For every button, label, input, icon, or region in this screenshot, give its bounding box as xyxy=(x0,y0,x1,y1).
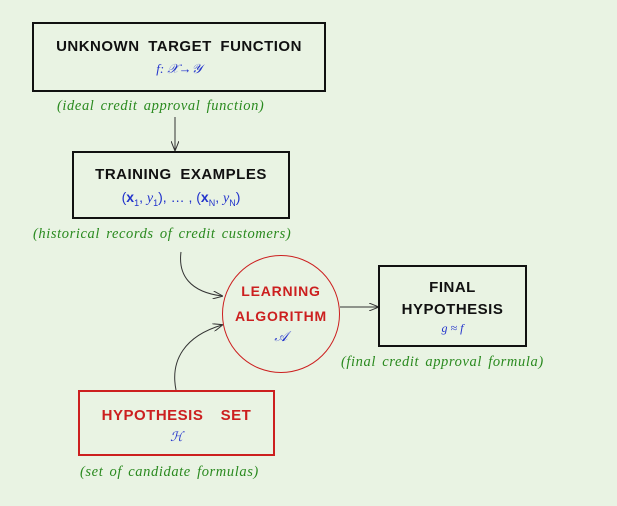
learning-algorithm-line1: LEARNING xyxy=(241,283,321,299)
final-hypothesis-formula: g ≈ f xyxy=(441,321,464,335)
formula-yn: y xyxy=(222,191,230,206)
arrow-training-to-algorithm xyxy=(180,251,222,296)
formula-middle: ), … , ( xyxy=(158,189,201,205)
target-function-title: UNKNOWN TARGET FUNCTION xyxy=(56,38,302,55)
final-hypothesis-line1: FINAL xyxy=(429,279,476,296)
hypothesis-set-title: HYPOTHESIS SET xyxy=(101,407,252,424)
final-hypothesis-box: FINAL HYPOTHESIS g ≈ f xyxy=(378,265,527,347)
training-examples-caption: (historical records of credit customers) xyxy=(33,226,292,242)
formula-x1: x xyxy=(126,189,135,205)
learning-algorithm-symbol: 𝒜 xyxy=(274,330,288,345)
formula-close-paren: ) xyxy=(235,189,241,205)
training-examples-box: TRAINING EXAMPLES (x1, y1), … , (xN, yN) xyxy=(72,151,290,219)
formula-xn-sub: N xyxy=(208,197,216,208)
formula-y1-sub: 1 xyxy=(153,197,159,208)
formula-yn-sub: N xyxy=(229,197,236,208)
final-hypothesis-caption: (final credit approval formula) xyxy=(341,354,544,370)
final-hypothesis-line2: HYPOTHESIS xyxy=(401,301,504,318)
formula-sep2: , xyxy=(215,189,223,205)
learning-algorithm-circle: LEARNING ALGORITHM 𝒜 xyxy=(222,255,340,373)
training-examples-title: TRAINING EXAMPLES xyxy=(95,166,267,183)
target-function-box: UNKNOWN TARGET FUNCTION f: 𝒳→𝒴 xyxy=(32,22,326,92)
target-function-formula: f: 𝒳→𝒴 xyxy=(156,61,202,76)
formula-open-paren: ( xyxy=(121,189,127,205)
hypothesis-set-symbol: ℋ xyxy=(170,429,183,444)
formula-y1: y xyxy=(146,191,154,206)
formula-sep1: , xyxy=(139,189,147,205)
hypothesis-set-caption: (set of candidate formulas) xyxy=(80,464,259,480)
formula-x1-sub: 1 xyxy=(134,197,140,208)
arrow-hypothesis-to-algorithm xyxy=(174,325,222,391)
formula-xn: x xyxy=(200,189,209,205)
training-examples-formula: (x1, y1), … , (xN, yN) xyxy=(74,189,288,208)
target-function-caption: (ideal credit approval function) xyxy=(57,98,265,114)
learning-algorithm-line2: ALGORITHM xyxy=(235,308,327,324)
hypothesis-set-box: HYPOTHESIS SET ℋ xyxy=(78,390,275,456)
